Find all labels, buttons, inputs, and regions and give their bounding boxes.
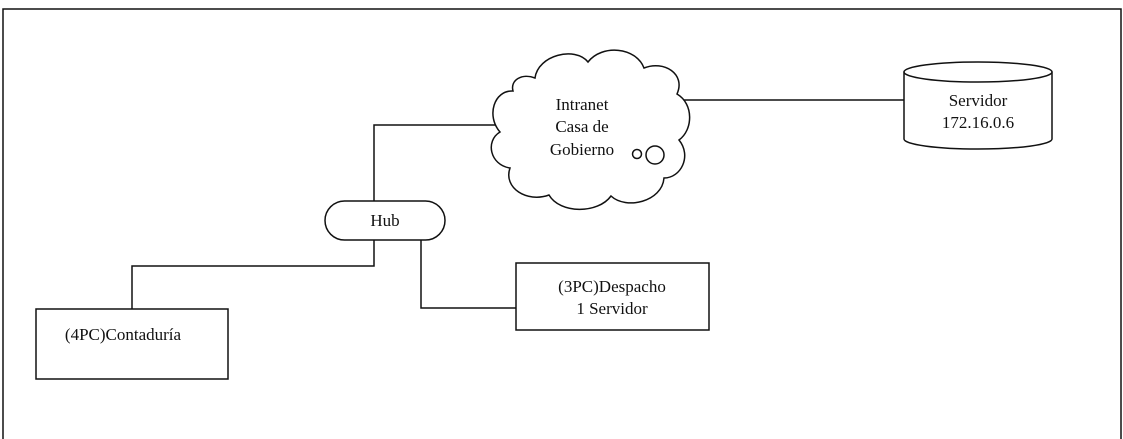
contaduria-box: [35, 308, 229, 380]
contaduria-node: (4PC)Contaduría: [35, 308, 229, 380]
cloud-shape: [490, 49, 691, 211]
server-label-line1: Servidor: [949, 91, 1008, 110]
cloud-tail-large: [645, 145, 665, 165]
intranet-label-line2: Casa de: [555, 117, 608, 136]
cylinder-body: [903, 72, 1053, 150]
cylinder-top: [903, 61, 1053, 83]
connector-hub-contaduria: [131, 240, 375, 309]
despacho-box: [515, 262, 710, 331]
despacho-label-line1: (3PC)Despacho: [558, 277, 666, 296]
server-label-line2: 172.16.0.6: [942, 113, 1014, 132]
hub-label: Hub: [370, 211, 399, 230]
hub-shape: [324, 200, 446, 241]
intranet-label-line1: Intranet: [556, 95, 609, 114]
connectors: [131, 99, 904, 309]
despacho-node: (3PC)Despacho 1 Servidor: [515, 262, 710, 331]
connector-hub-despacho: [420, 240, 516, 309]
connector-hub-intranet: [373, 124, 500, 201]
server-cylinder: Servidor 172.16.0.6: [903, 61, 1053, 150]
despacho-label-line2: 1 Servidor: [576, 299, 648, 318]
hub-node: Hub: [324, 200, 446, 241]
contaduria-label: (4PC)Contaduría: [65, 325, 182, 344]
frame-border: [2, 8, 1122, 439]
intranet-cloud: Intranet Casa de Gobierno: [490, 49, 691, 211]
cloud-tail-small: [631, 148, 643, 160]
intranet-label-line3: Gobierno: [550, 140, 614, 159]
